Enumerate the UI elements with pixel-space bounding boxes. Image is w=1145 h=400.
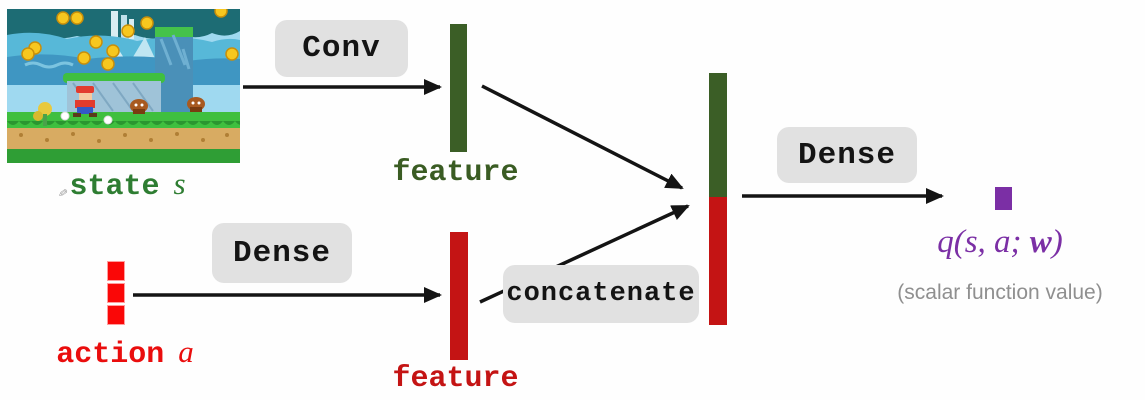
action-vector-cell bbox=[107, 305, 125, 325]
q-weights-symbol: w bbox=[1029, 224, 1052, 260]
plant bbox=[33, 102, 52, 126]
coins bbox=[21, 9, 239, 71]
state-label: state s bbox=[40, 166, 215, 204]
action-word: action bbox=[56, 338, 165, 372]
dense-action-box: Dense bbox=[212, 223, 352, 283]
mario-sprite bbox=[73, 86, 97, 117]
dense-action-label: Dense bbox=[232, 235, 331, 271]
action-symbol: a bbox=[178, 334, 194, 369]
state-symbol: s bbox=[173, 166, 186, 201]
action-label: action a bbox=[35, 334, 215, 372]
action-vector bbox=[107, 261, 125, 325]
goomba bbox=[130, 99, 148, 114]
dense-output-box: Dense bbox=[777, 127, 917, 183]
conv-box: Conv bbox=[275, 20, 408, 77]
state-image bbox=[7, 9, 240, 163]
q-function-label: q(s, a; w) bbox=[937, 224, 1063, 260]
conv-label: Conv bbox=[302, 31, 381, 66]
concatenate-label: concatenate bbox=[506, 279, 696, 309]
action-vector-cell bbox=[107, 283, 125, 303]
concatenated-feature-bar bbox=[709, 73, 727, 325]
dense-output-label: Dense bbox=[797, 137, 896, 173]
state-feature-bar bbox=[450, 24, 467, 152]
concat-green-segment bbox=[709, 73, 727, 197]
action-feature-label: feature bbox=[392, 362, 519, 396]
scalar-output-square bbox=[995, 187, 1012, 210]
goomba bbox=[187, 97, 205, 112]
concat-red-segment bbox=[709, 197, 727, 325]
scalar-note: (scalar function value) bbox=[897, 281, 1103, 304]
concatenate-box: concatenate bbox=[503, 265, 699, 323]
state-word: state bbox=[69, 170, 160, 204]
action-vector-cell bbox=[107, 261, 125, 281]
action-feature-bar bbox=[450, 232, 468, 360]
state-feature-label: feature bbox=[392, 156, 519, 190]
